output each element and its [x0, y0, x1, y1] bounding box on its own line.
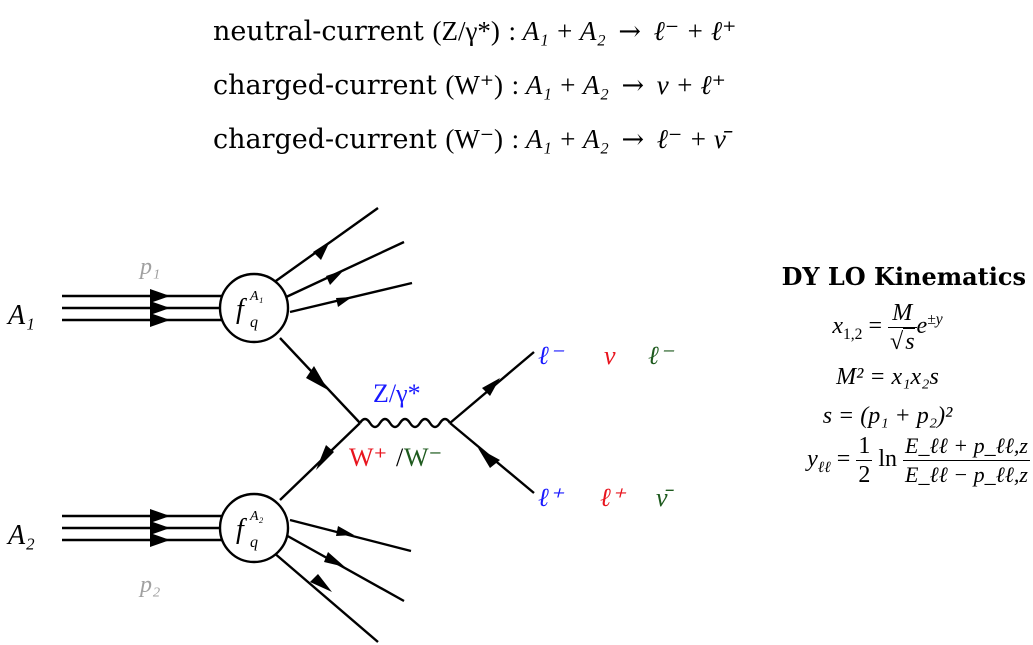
svg-text:f: f: [236, 514, 247, 545]
antiquark-bottom-arrow: [316, 445, 334, 470]
beam-a1-label: A₁: [6, 300, 35, 331]
beam-a2-lines: [62, 514, 226, 542]
spectator-jets-bottom-arrows: [310, 526, 354, 592]
equation-x12: x1,2 = M √s e±y: [832, 300, 943, 355]
process-final-state: ℓ⁻ + ν̄: [656, 124, 726, 154]
svg-text:q: q: [250, 314, 258, 331]
drell-yan-feynman-diagram: A₁ A₂ p₁ p₂ f q A₁ f q A₂ Z/γ* W⁺ / W⁻ ℓ…: [6, 207, 675, 643]
process-list: neutral-current (Z/γ*) : A₁ + A₂ → ℓ⁻ + …: [213, 4, 833, 166]
process-charged-current-wminus: charged-current (W⁻) : A₁ + A₂ → ℓ⁻ + ν̄: [213, 124, 726, 155]
outgoing-labels-top: ℓ⁻ ν ℓ⁻: [538, 341, 675, 370]
spectator-jets-top-arrows: [313, 241, 352, 307]
momentum-p2-label: p₂: [138, 572, 160, 598]
spectator-jets-top: [265, 207, 413, 314]
boson-propagator: [358, 417, 452, 429]
svg-text:q: q: [250, 534, 258, 551]
process-charged-current-wplus: charged-current (W⁺) : A₁ + A₂ → ν + ℓ⁺: [213, 70, 726, 101]
svg-text:/: /: [396, 443, 404, 472]
process-final-state: ν + ℓ⁺: [656, 70, 726, 100]
outgoing-top-neutral: ℓ⁻: [538, 341, 565, 370]
process-boson: (Z/γ*): [432, 16, 500, 46]
svg-text:f: f: [236, 294, 247, 325]
equation-s: s = (p₁ + p₂)²: [822, 403, 953, 429]
process-boson: (W⁺): [445, 70, 504, 100]
outgoing-bottom-wplus: ℓ⁺: [600, 483, 627, 512]
beam-a2-label: A₂: [6, 520, 35, 551]
process-final-state: ℓ⁻ + ℓ⁺: [653, 16, 737, 46]
svg-text:W⁺: W⁺: [349, 443, 387, 472]
outgoing-top-wminus: ℓ⁻: [648, 341, 675, 370]
process-label: charged-current: [213, 124, 437, 155]
pdf-label-top: f q A₁: [236, 289, 263, 331]
quark-top-arrow: [306, 366, 328, 390]
pdf-label-bottom: f q A₂: [236, 509, 264, 551]
boson-charged-label: W⁺ / W⁻: [349, 443, 442, 472]
beam-a2-arrows: [150, 509, 170, 547]
pdf-blob-bottom: [218, 492, 290, 564]
process-neutral-current: neutral-current (Z/γ*) : A₁ + A₂ → ℓ⁻ + …: [213, 16, 737, 47]
process-initial-state: A₁ + A₂: [522, 16, 606, 46]
beam-a1-lines: [62, 294, 226, 322]
spectator-jets-bottom: [265, 518, 412, 643]
process-label: charged-current: [213, 70, 437, 101]
outgoing-labels-bottom: ℓ⁺ ℓ⁺ ν̄: [538, 483, 675, 512]
svg-text:W⁻: W⁻: [404, 443, 442, 472]
process-label: neutral-current: [213, 16, 424, 47]
kinematics-title: DY LO Kinematics: [781, 262, 1026, 291]
process-initial-state: A₁ + A₂: [525, 124, 609, 154]
pdf-blob-top: [218, 272, 290, 344]
process-boson: (W⁻): [445, 124, 504, 154]
equation-mass: M² = x₁x₂s: [836, 364, 939, 390]
process-initial-state: A₁ + A₂: [525, 70, 609, 100]
outgoing-top-wplus: ν: [604, 341, 616, 370]
beam-a1-arrows: [150, 289, 170, 327]
svg-text:A₁: A₁: [249, 289, 263, 304]
outgoing-bottom-neutral: ℓ⁺: [538, 483, 565, 512]
svg-text:A₂: A₂: [249, 509, 264, 524]
kinematics-panel: DY LO Kinematics x1,2 = M √s e±y M² = x₁…: [745, 262, 1030, 489]
outgoing-bottom-wminus: ν̄: [656, 483, 675, 512]
momentum-p1-label: p₁: [138, 254, 160, 280]
lepton-bottom-arrow: [478, 448, 500, 468]
boson-neutral-label: Z/γ*: [373, 379, 421, 408]
lepton-top-arrow: [482, 378, 500, 396]
